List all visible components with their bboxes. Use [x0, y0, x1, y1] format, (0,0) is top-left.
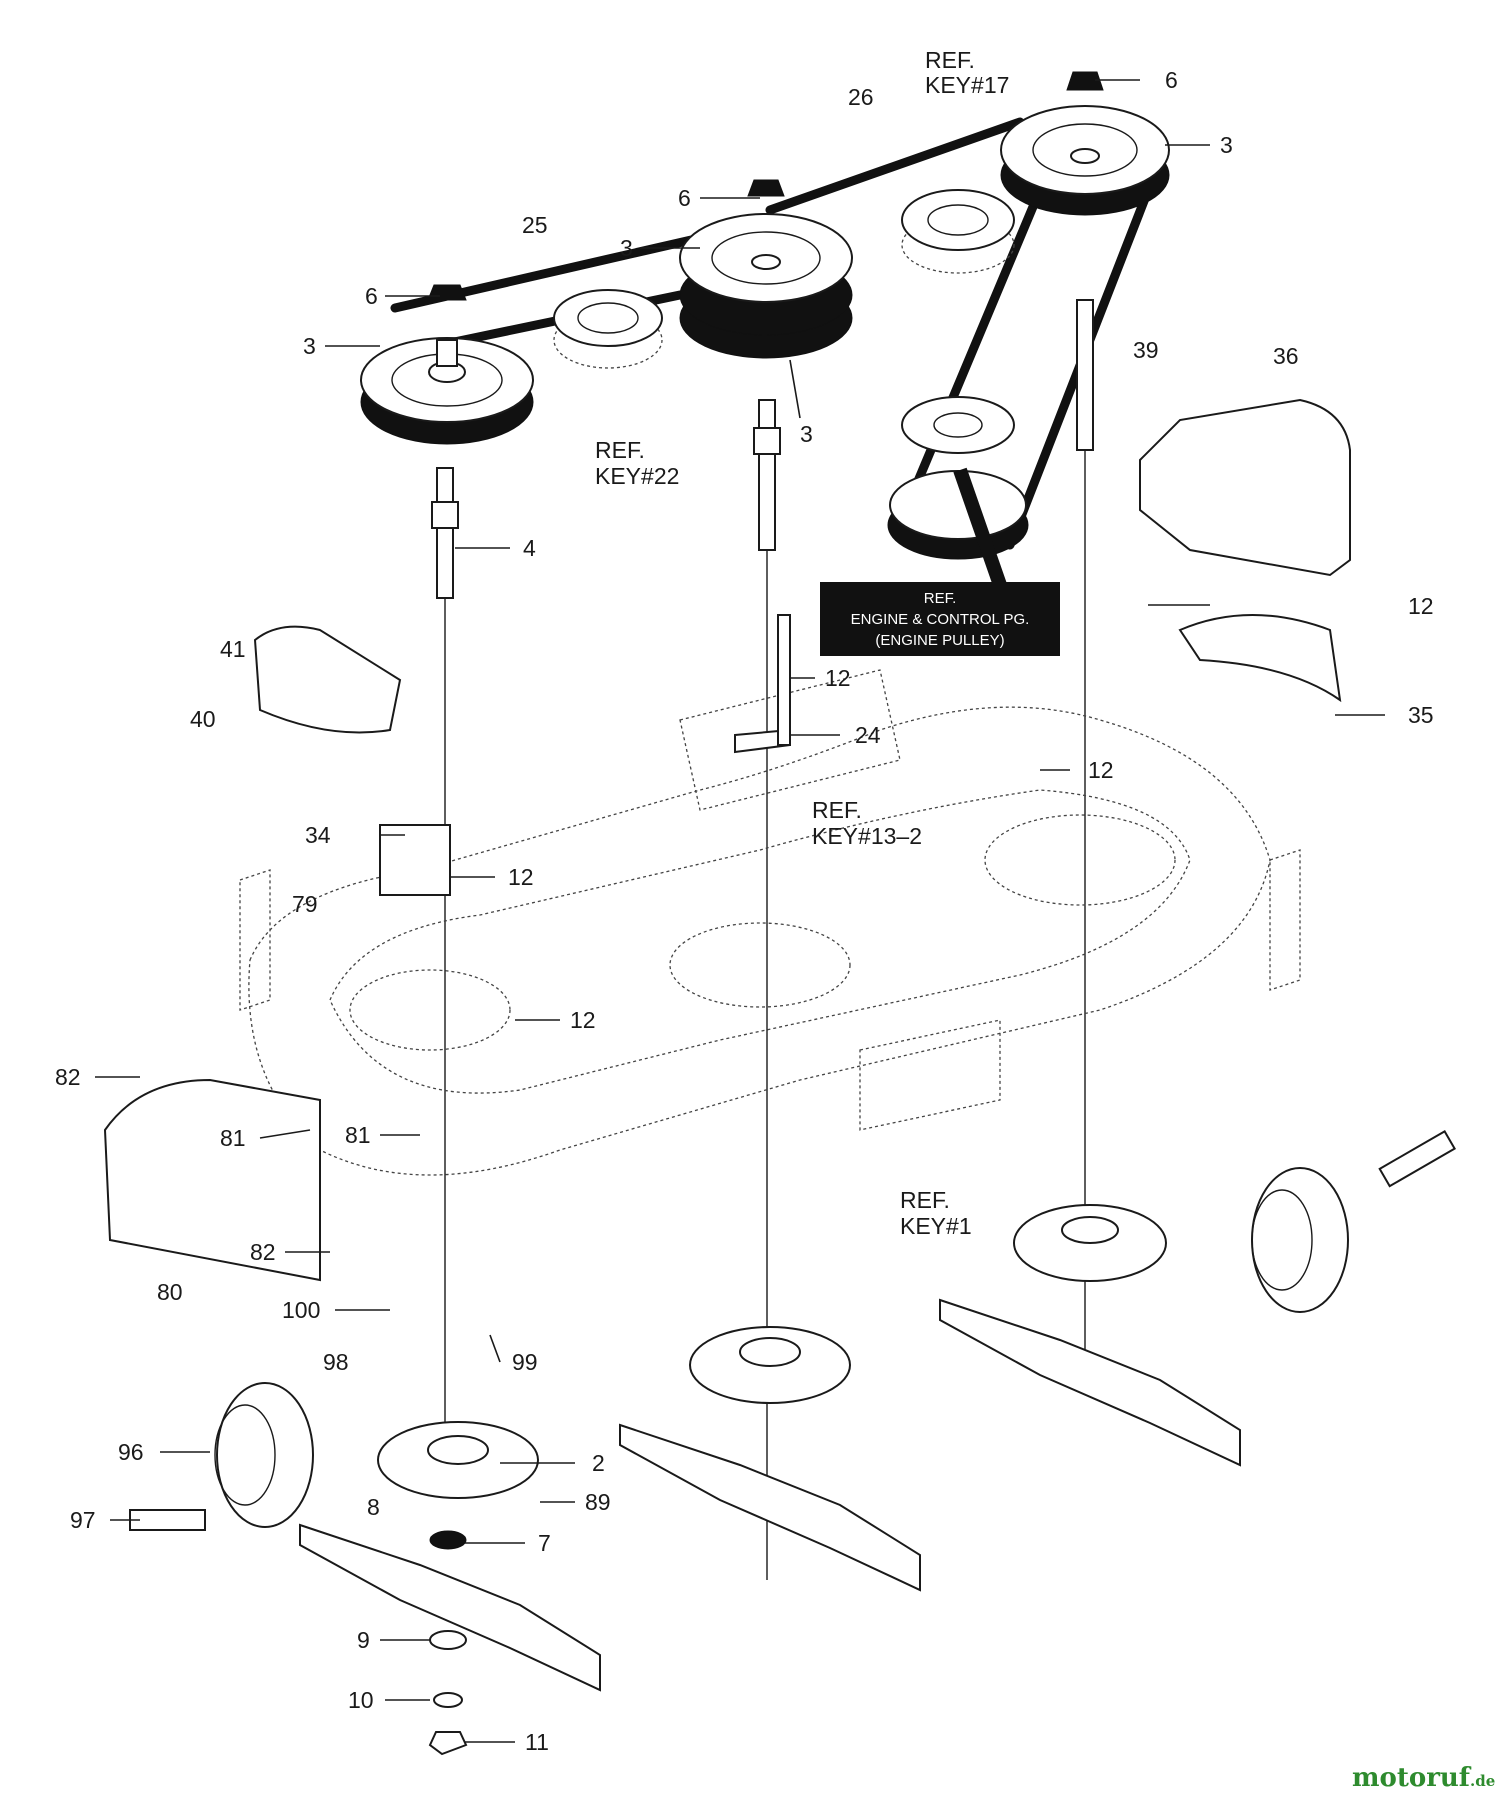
- hardware-stack-left: [428, 1530, 468, 1756]
- callout-3: 3: [800, 421, 813, 447]
- pulley-center: [679, 179, 853, 359]
- ref-key22-line2: KEY#22: [595, 463, 679, 489]
- engine-box-line1: REF.: [924, 590, 957, 607]
- callout-9: 9: [357, 1627, 370, 1653]
- engine-box-line2: ENGINE & CONTROL PG.: [851, 611, 1030, 628]
- callout-7: 7: [538, 1530, 551, 1556]
- blade-housing-right: [1013, 1204, 1167, 1282]
- callout-12: 12: [825, 665, 851, 691]
- callout-2: 2: [592, 1450, 605, 1476]
- blade-right: [939, 1298, 1241, 1467]
- blade-housing-center: [689, 1326, 851, 1404]
- callout-97: 97: [70, 1507, 96, 1533]
- ref-key1-line1: REF.: [900, 1187, 950, 1213]
- reference-labels: REF. KEY#17 REF. KEY#22 REF. KEY#13–2 RE…: [595, 47, 1009, 1239]
- callout-35: 35: [1408, 702, 1434, 728]
- callout-8: 8: [367, 1494, 380, 1520]
- callout-79: 79: [292, 891, 318, 917]
- gauge-wheel-left: [129, 1382, 314, 1531]
- ref-key1-line2: KEY#1: [900, 1213, 972, 1239]
- mower-deck: [239, 669, 1301, 1176]
- callout-26: 26: [848, 84, 874, 110]
- blade-center: [619, 1423, 921, 1592]
- callout-80: 80: [157, 1279, 183, 1305]
- ref-key17-line2: KEY#17: [925, 72, 1009, 98]
- callout-6: 6: [678, 185, 691, 211]
- spindle-shafts: [431, 299, 1094, 1580]
- callout-11: 11: [525, 1729, 549, 1755]
- engine-box-line3: (ENGINE PULLEY): [875, 632, 1004, 649]
- engine-reference-box: REF. ENGINE & CONTROL PG. (ENGINE PULLEY…: [820, 467, 1060, 656]
- callout-89: 89: [585, 1489, 611, 1515]
- blade-left: [299, 1523, 601, 1692]
- belt-cover-36: [1139, 398, 1351, 577]
- engine-pulley: [887, 396, 1029, 560]
- callout-82: 82: [250, 1239, 276, 1265]
- ref-key13-line1: REF.: [812, 797, 862, 823]
- callout-100: 100: [282, 1297, 320, 1323]
- spindle-cover-40: [253, 625, 402, 734]
- callout-3: 3: [620, 235, 633, 261]
- watermark-logo: motoruf.de: [1352, 1763, 1495, 1793]
- callout-40: 40: [190, 706, 216, 732]
- ref-key22-line1: REF.: [595, 437, 645, 463]
- callout-39: 39: [1133, 337, 1159, 363]
- callout-4: 4: [523, 535, 536, 561]
- callout-34: 34: [305, 822, 331, 848]
- pulley-right: [1000, 71, 1170, 216]
- belt-guide-35: [1178, 614, 1342, 703]
- callout-12: 12: [1088, 757, 1114, 783]
- callout-96: 96: [118, 1439, 144, 1465]
- blade-housing-left: [377, 1421, 539, 1499]
- callout-6: 6: [1165, 67, 1178, 93]
- callout-81: 81: [220, 1125, 246, 1151]
- callout-82: 82: [55, 1064, 81, 1090]
- ref-key13-line2: KEY#13–2: [812, 823, 922, 849]
- callout-99: 99: [512, 1349, 538, 1375]
- callout-81: 81: [345, 1122, 371, 1148]
- ref-key17-line1: REF.: [925, 47, 975, 73]
- callout-3: 3: [303, 333, 316, 359]
- svg-text:motoruf.de: motoruf.de: [1352, 1763, 1495, 1793]
- idler-pulley-key22: [553, 289, 663, 369]
- callout-12: 12: [508, 864, 534, 890]
- callout-24: 24: [855, 722, 881, 748]
- callout-98: 98: [323, 1349, 349, 1375]
- idler-pulley-key17: [901, 189, 1015, 274]
- callout-numbers: 6 3 26 6 3 25 6 3 3 4 39 36 12 41 40 12 …: [55, 67, 1434, 1755]
- callout-25: 25: [522, 212, 548, 238]
- bracket-34: [379, 824, 451, 896]
- bracket-24: [734, 614, 791, 754]
- engine-belt-left: [900, 185, 1045, 517]
- callout-6: 6: [365, 283, 378, 309]
- callout-3: 3: [1220, 132, 1233, 158]
- watermark-brand: motoruf: [1352, 1763, 1472, 1793]
- leader-lines: [95, 79, 1385, 1743]
- callout-36: 36: [1273, 343, 1299, 369]
- callout-41: 41: [220, 636, 246, 662]
- watermark-suffix: .de: [1470, 1772, 1495, 1790]
- callout-10: 10: [348, 1687, 374, 1713]
- callout-12: 12: [570, 1007, 596, 1033]
- belt-26-upper: [765, 117, 1025, 215]
- gauge-wheel-right: [1251, 1129, 1457, 1313]
- pulley-left: [360, 284, 534, 445]
- deflector-80: [103, 1078, 321, 1282]
- callout-12: 12: [1408, 593, 1434, 619]
